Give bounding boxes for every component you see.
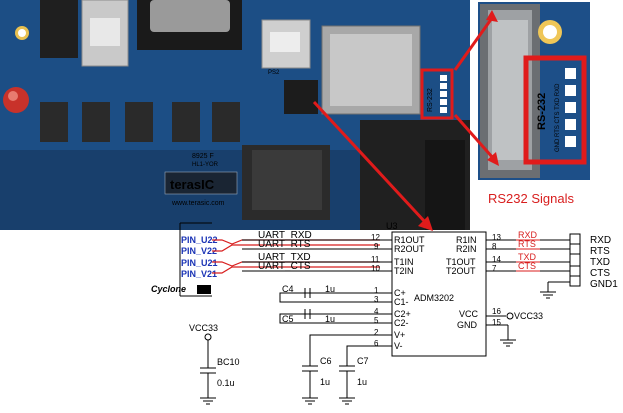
- pin-num-10: 10: [371, 264, 380, 273]
- cyclone-logo: Cyclone: [151, 284, 186, 294]
- fpga-pin-v22: PIN_V22: [181, 246, 217, 256]
- cap-bc10-value: 0.1u: [217, 378, 235, 388]
- terasic-url: www.terasic.com: [171, 200, 225, 207]
- pin-r2in: R2IN: [456, 244, 477, 254]
- rs232-zoom-photo: RS-232 GND RTS CTS TXD RXD: [478, 2, 590, 180]
- rs232-pins-silk: GND RTS CTS TXD RXD: [555, 83, 561, 152]
- charge-pump-caps: [279, 288, 392, 405]
- pin-num-13: 13: [492, 233, 501, 242]
- pin-num-14: 14: [492, 255, 501, 264]
- right-pin-numbers: 13 8 14 7 16 15: [492, 233, 501, 327]
- pin-num-15: 15: [492, 318, 501, 327]
- net-uart-rxd: UART_RXD: [258, 230, 312, 241]
- pin-c2-plus: C2+: [394, 309, 411, 319]
- net-uart-rts: UART_RTS: [258, 239, 311, 250]
- pin-c-plus: C+: [394, 288, 406, 298]
- vcc33-bc10-terminal: [204, 333, 212, 341]
- cap-c6-ref: C6: [320, 356, 332, 366]
- rs232-zoom-highlight: [523, 55, 587, 165]
- terasic-logo: terasIC: [170, 177, 215, 192]
- conn-rxd: RXD: [590, 235, 611, 246]
- pin-num-8: 8: [492, 242, 497, 251]
- pin-c2-minus: C2-: [394, 318, 409, 328]
- bc10-decoupling: [200, 340, 216, 405]
- cap-c7-value: 1u: [357, 377, 367, 387]
- rs232-connector: [569, 233, 581, 287]
- power-jack: [40, 0, 78, 58]
- net-rts-right: RTS: [518, 239, 536, 249]
- pin-num-1: 1: [374, 286, 379, 295]
- board-code-2: HL1-YOR: [192, 162, 219, 168]
- pin-num-5: 5: [374, 316, 379, 325]
- pin-num-7: 7: [492, 264, 497, 273]
- vcc33-right-label: VCC33: [514, 311, 543, 321]
- fpga-pin-v21: PIN_V21: [181, 269, 217, 279]
- cyclone-logo-suffix: III: [199, 287, 206, 294]
- rs232-header-highlight: [420, 68, 454, 120]
- pin-r1in: R1IN: [456, 235, 477, 245]
- rs232-silk-zoom: RS-232: [536, 93, 548, 130]
- cap-bc10-ref: BC10: [217, 357, 240, 367]
- conn-cts: CTS: [590, 268, 610, 279]
- terasic-logo-box: [164, 171, 238, 195]
- callout-arrows: [312, 10, 499, 231]
- conn-txd: TXD: [590, 257, 610, 268]
- pin-num-12: 12: [371, 233, 380, 242]
- chip-ref: U3: [386, 221, 398, 231]
- net-uart-txd: UART_TXD: [258, 252, 311, 263]
- pin-num-2: 2: [374, 328, 379, 337]
- right-net-underlines: [516, 239, 540, 272]
- pin-num-3: 3: [374, 295, 379, 304]
- pin-num-6: 6: [374, 339, 379, 348]
- cap-c7-ref: C7: [357, 356, 369, 366]
- pin-t1in: T1IN: [394, 257, 414, 267]
- net-rxd-right: RXD: [518, 230, 538, 240]
- pin-t2in: T2IN: [394, 266, 414, 276]
- conn-rts: RTS: [590, 246, 610, 257]
- ps2-silk: PS2: [268, 70, 280, 76]
- fpga-net-wires: [242, 239, 392, 272]
- pin-c1-minus: C1-: [394, 297, 409, 307]
- pin-gnd: GND: [457, 320, 478, 330]
- conn-gnd1: GND1: [590, 279, 618, 290]
- pin-t2out: T2OUT: [446, 266, 476, 276]
- pin-v-plus: V+: [394, 330, 405, 340]
- pin-num-4: 4: [374, 307, 379, 316]
- rs232-signals-label: RS232 Signals: [488, 191, 574, 206]
- chip-name: ADM3202: [414, 293, 454, 303]
- pin-t1out: T1OUT: [446, 257, 476, 267]
- pin-vcc: VCC: [459, 309, 479, 319]
- fpga-block: PIN_U22 PIN_V22 PIN_U21 PIN_V21 Cyclone …: [151, 222, 218, 297]
- right-pin-names: R1IN R2IN T1OUT T2OUT VCC GND: [446, 235, 479, 330]
- board-code: 8925 F: [192, 153, 214, 160]
- fpga-pin-u22: PIN_U22: [181, 235, 218, 245]
- left-pin-names: R1OUT R2OUT T1IN T2IN C+ C1- C2+ C2- V+ …: [394, 235, 425, 351]
- adm3202-chip: U3 ADM3202: [386, 221, 487, 357]
- board-photo: PS2 terasIC www.terasic.com 8925 F HL1-Y…: [0, 0, 470, 230]
- cap-c5-value: 1u: [325, 314, 335, 324]
- net-uart-cts: UART_CTS: [258, 261, 311, 272]
- cap-c4-ref: C4: [282, 284, 294, 294]
- fpga-pin-u21: PIN_U21: [181, 258, 218, 268]
- vcc33-right-terminal: [506, 312, 514, 320]
- pin-num-16: 16: [492, 307, 501, 316]
- left-pin-numbers: 12 9 11 10 1 3 4 5 2 6: [371, 233, 380, 348]
- pin-num-9: 9: [374, 242, 379, 251]
- bc10-supply-label: VCC33: [189, 323, 218, 333]
- pin-r1out: R1OUT: [394, 235, 425, 245]
- cap-c4-value: 1u: [325, 284, 335, 294]
- pin-num-11: 11: [371, 255, 380, 264]
- rs232-silk-small: RS-232: [427, 88, 434, 112]
- cap-c5-ref: C5: [282, 314, 294, 324]
- net-cts-right: CTS: [518, 261, 536, 271]
- pin-r2out: R2OUT: [394, 244, 425, 254]
- net-txd-right: TXD: [518, 252, 537, 262]
- pin-v-minus: V-: [394, 341, 403, 351]
- adm3202-photo-chip: [284, 80, 318, 114]
- cap-c6-value: 1u: [320, 377, 330, 387]
